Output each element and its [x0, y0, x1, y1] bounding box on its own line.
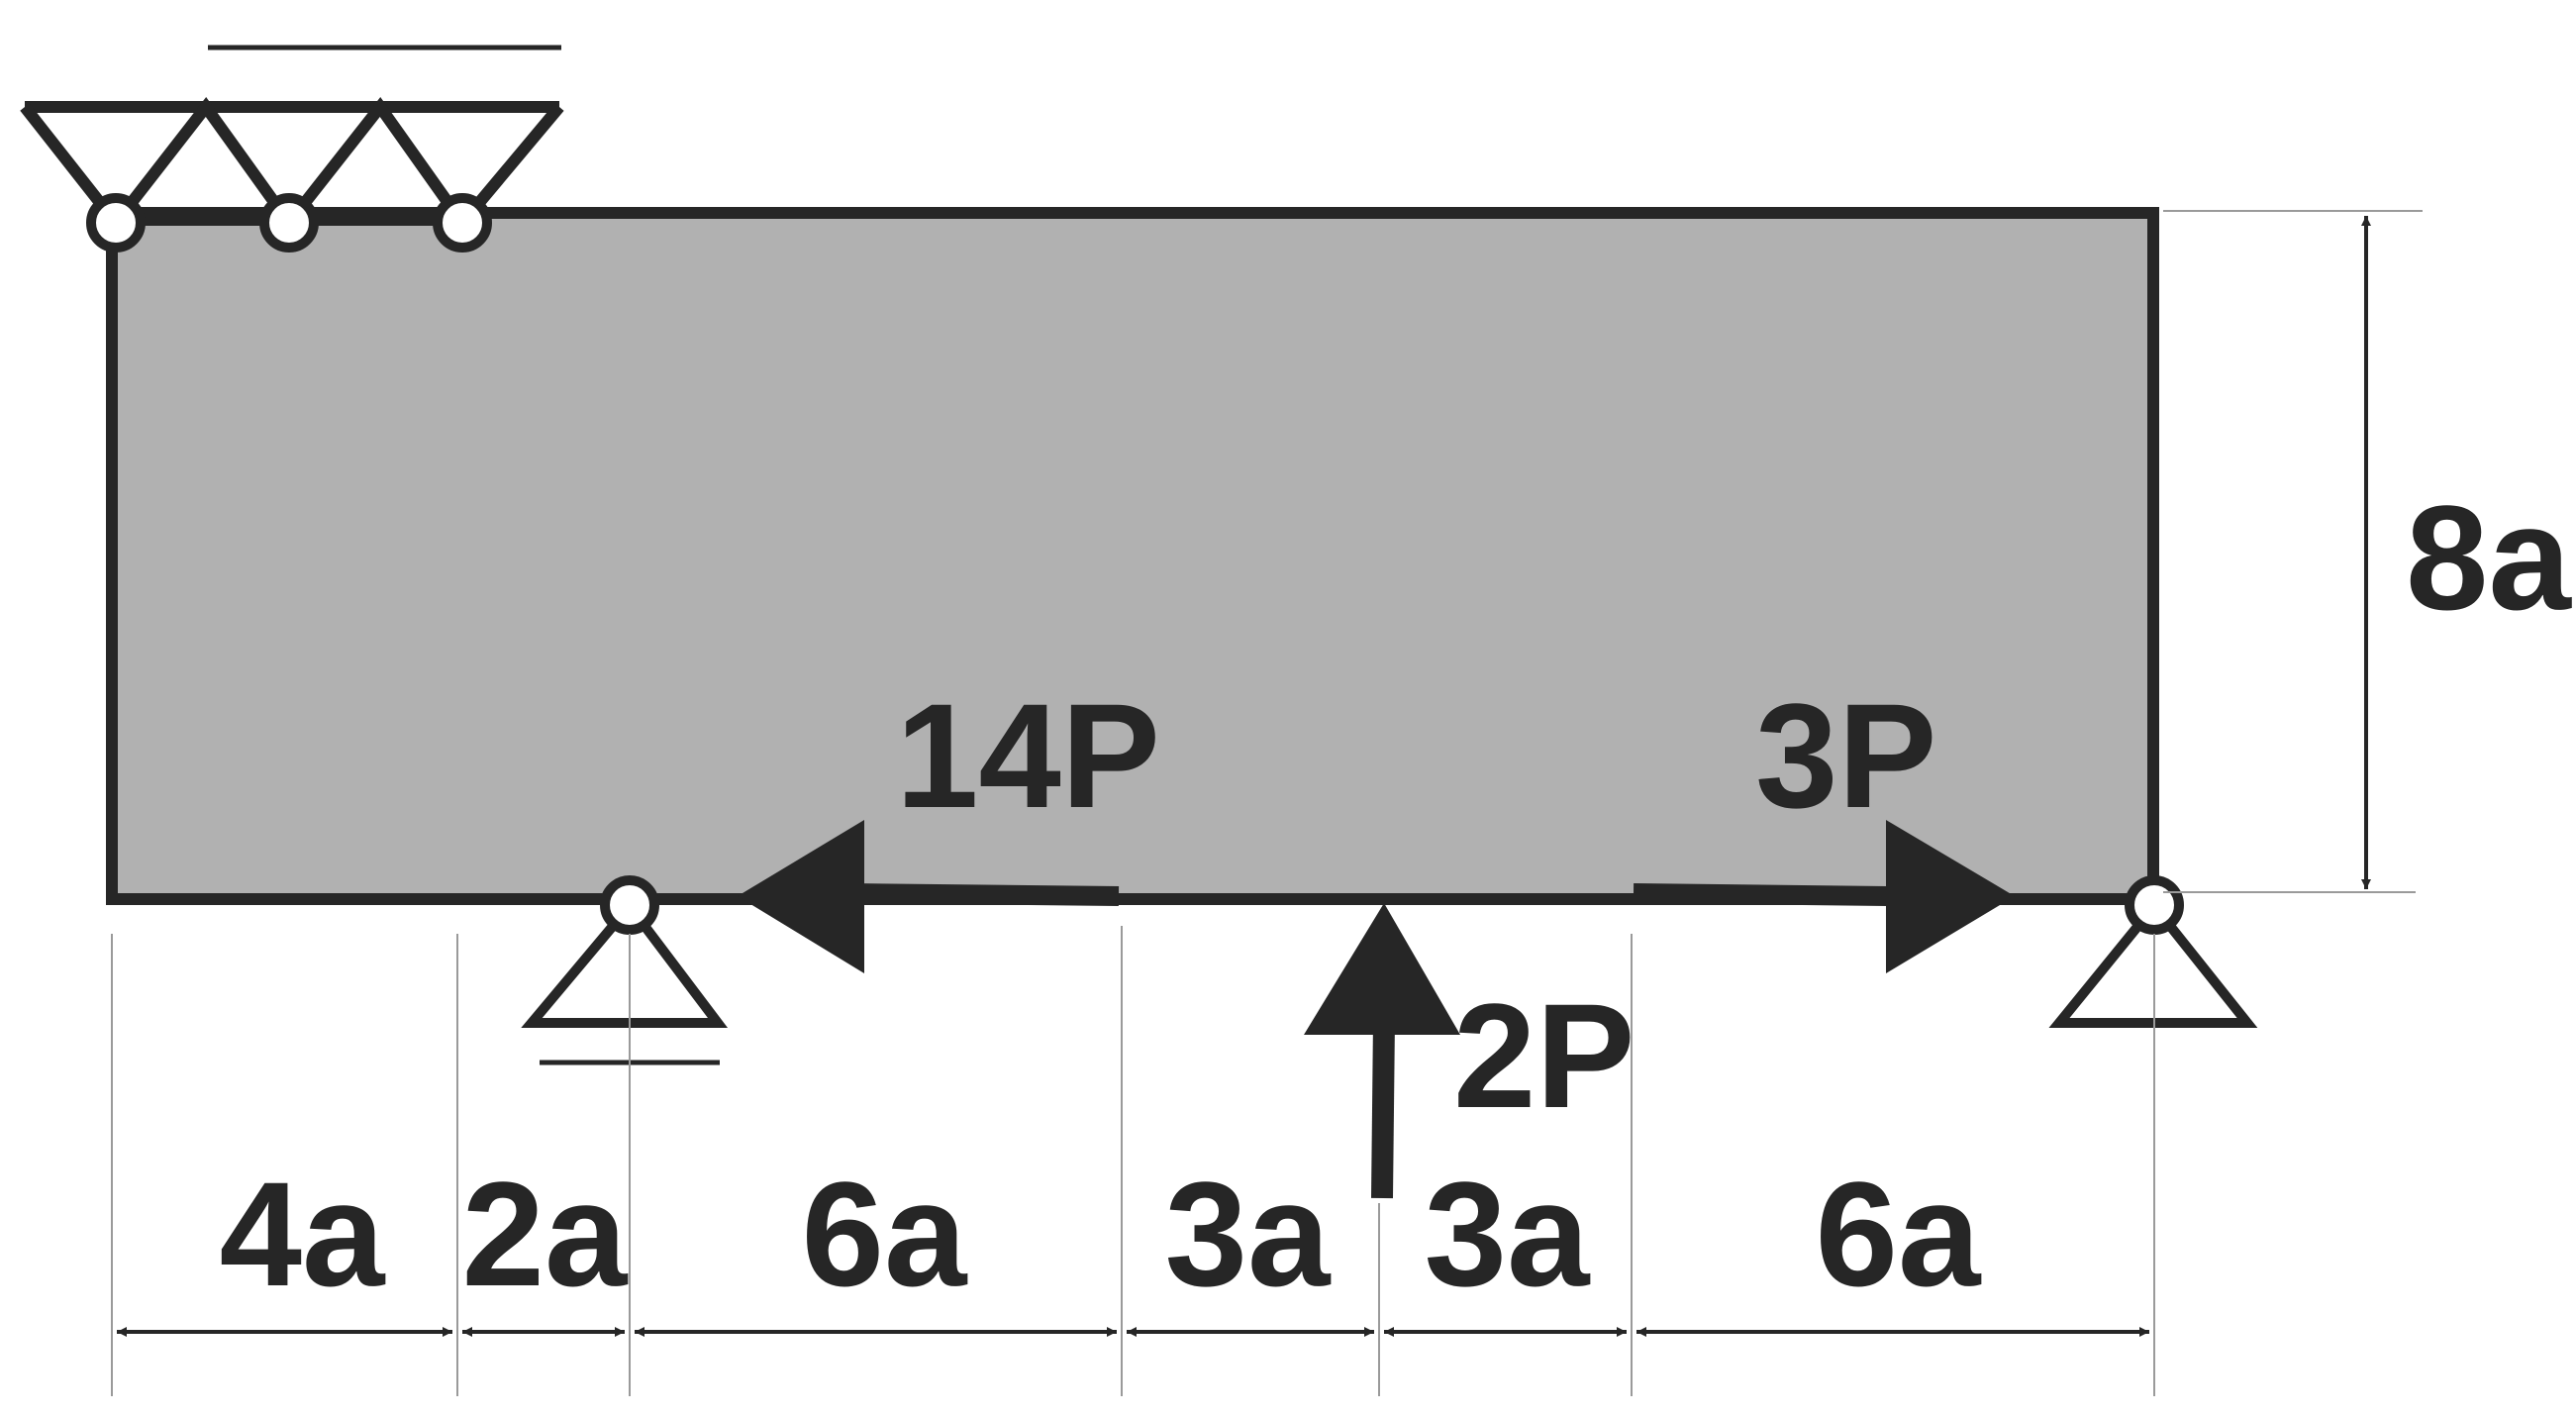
force-3p-arrow: [1633, 820, 2015, 973]
force-2p-head: [1304, 903, 1460, 1035]
force-2p-arrow: [1304, 903, 1460, 1199]
bottom-pin-support: [521, 875, 729, 1065]
hinge-bottom: [600, 875, 659, 935]
height-dimension: [2163, 210, 2423, 893]
force-14p-shaft: [850, 883, 1120, 906]
span-label-5: 3a: [1425, 1151, 1591, 1317]
span-label-6: 6a: [1816, 1151, 1982, 1317]
force-3p-shaft: [1633, 883, 1892, 906]
top-fixed-support: [20, 45, 564, 253]
force-14p-head: [738, 820, 864, 973]
span-label-2: 2a: [462, 1151, 629, 1317]
label-3p: 3P: [1755, 672, 1936, 839]
force-3p-head: [1886, 820, 2015, 973]
span-label-3: 6a: [802, 1151, 968, 1317]
label-height: 8a: [2406, 474, 2572, 641]
hinge-right: [2125, 875, 2184, 935]
force-2p-shaft: [1371, 1019, 1395, 1199]
label-2p: 2P: [1453, 972, 1635, 1139]
force-14p-arrow: [738, 820, 1120, 973]
span-dimensions: [111, 926, 2155, 1396]
span-label-1: 4a: [220, 1151, 386, 1317]
plate: [106, 207, 2159, 905]
pin-support-triangle: [521, 897, 729, 1028]
span-label-4: 3a: [1165, 1151, 1332, 1317]
hinge-1: [86, 193, 146, 253]
hinge-2: [259, 193, 319, 253]
label-14p: 14P: [896, 672, 1160, 839]
hinge-3: [433, 193, 492, 253]
